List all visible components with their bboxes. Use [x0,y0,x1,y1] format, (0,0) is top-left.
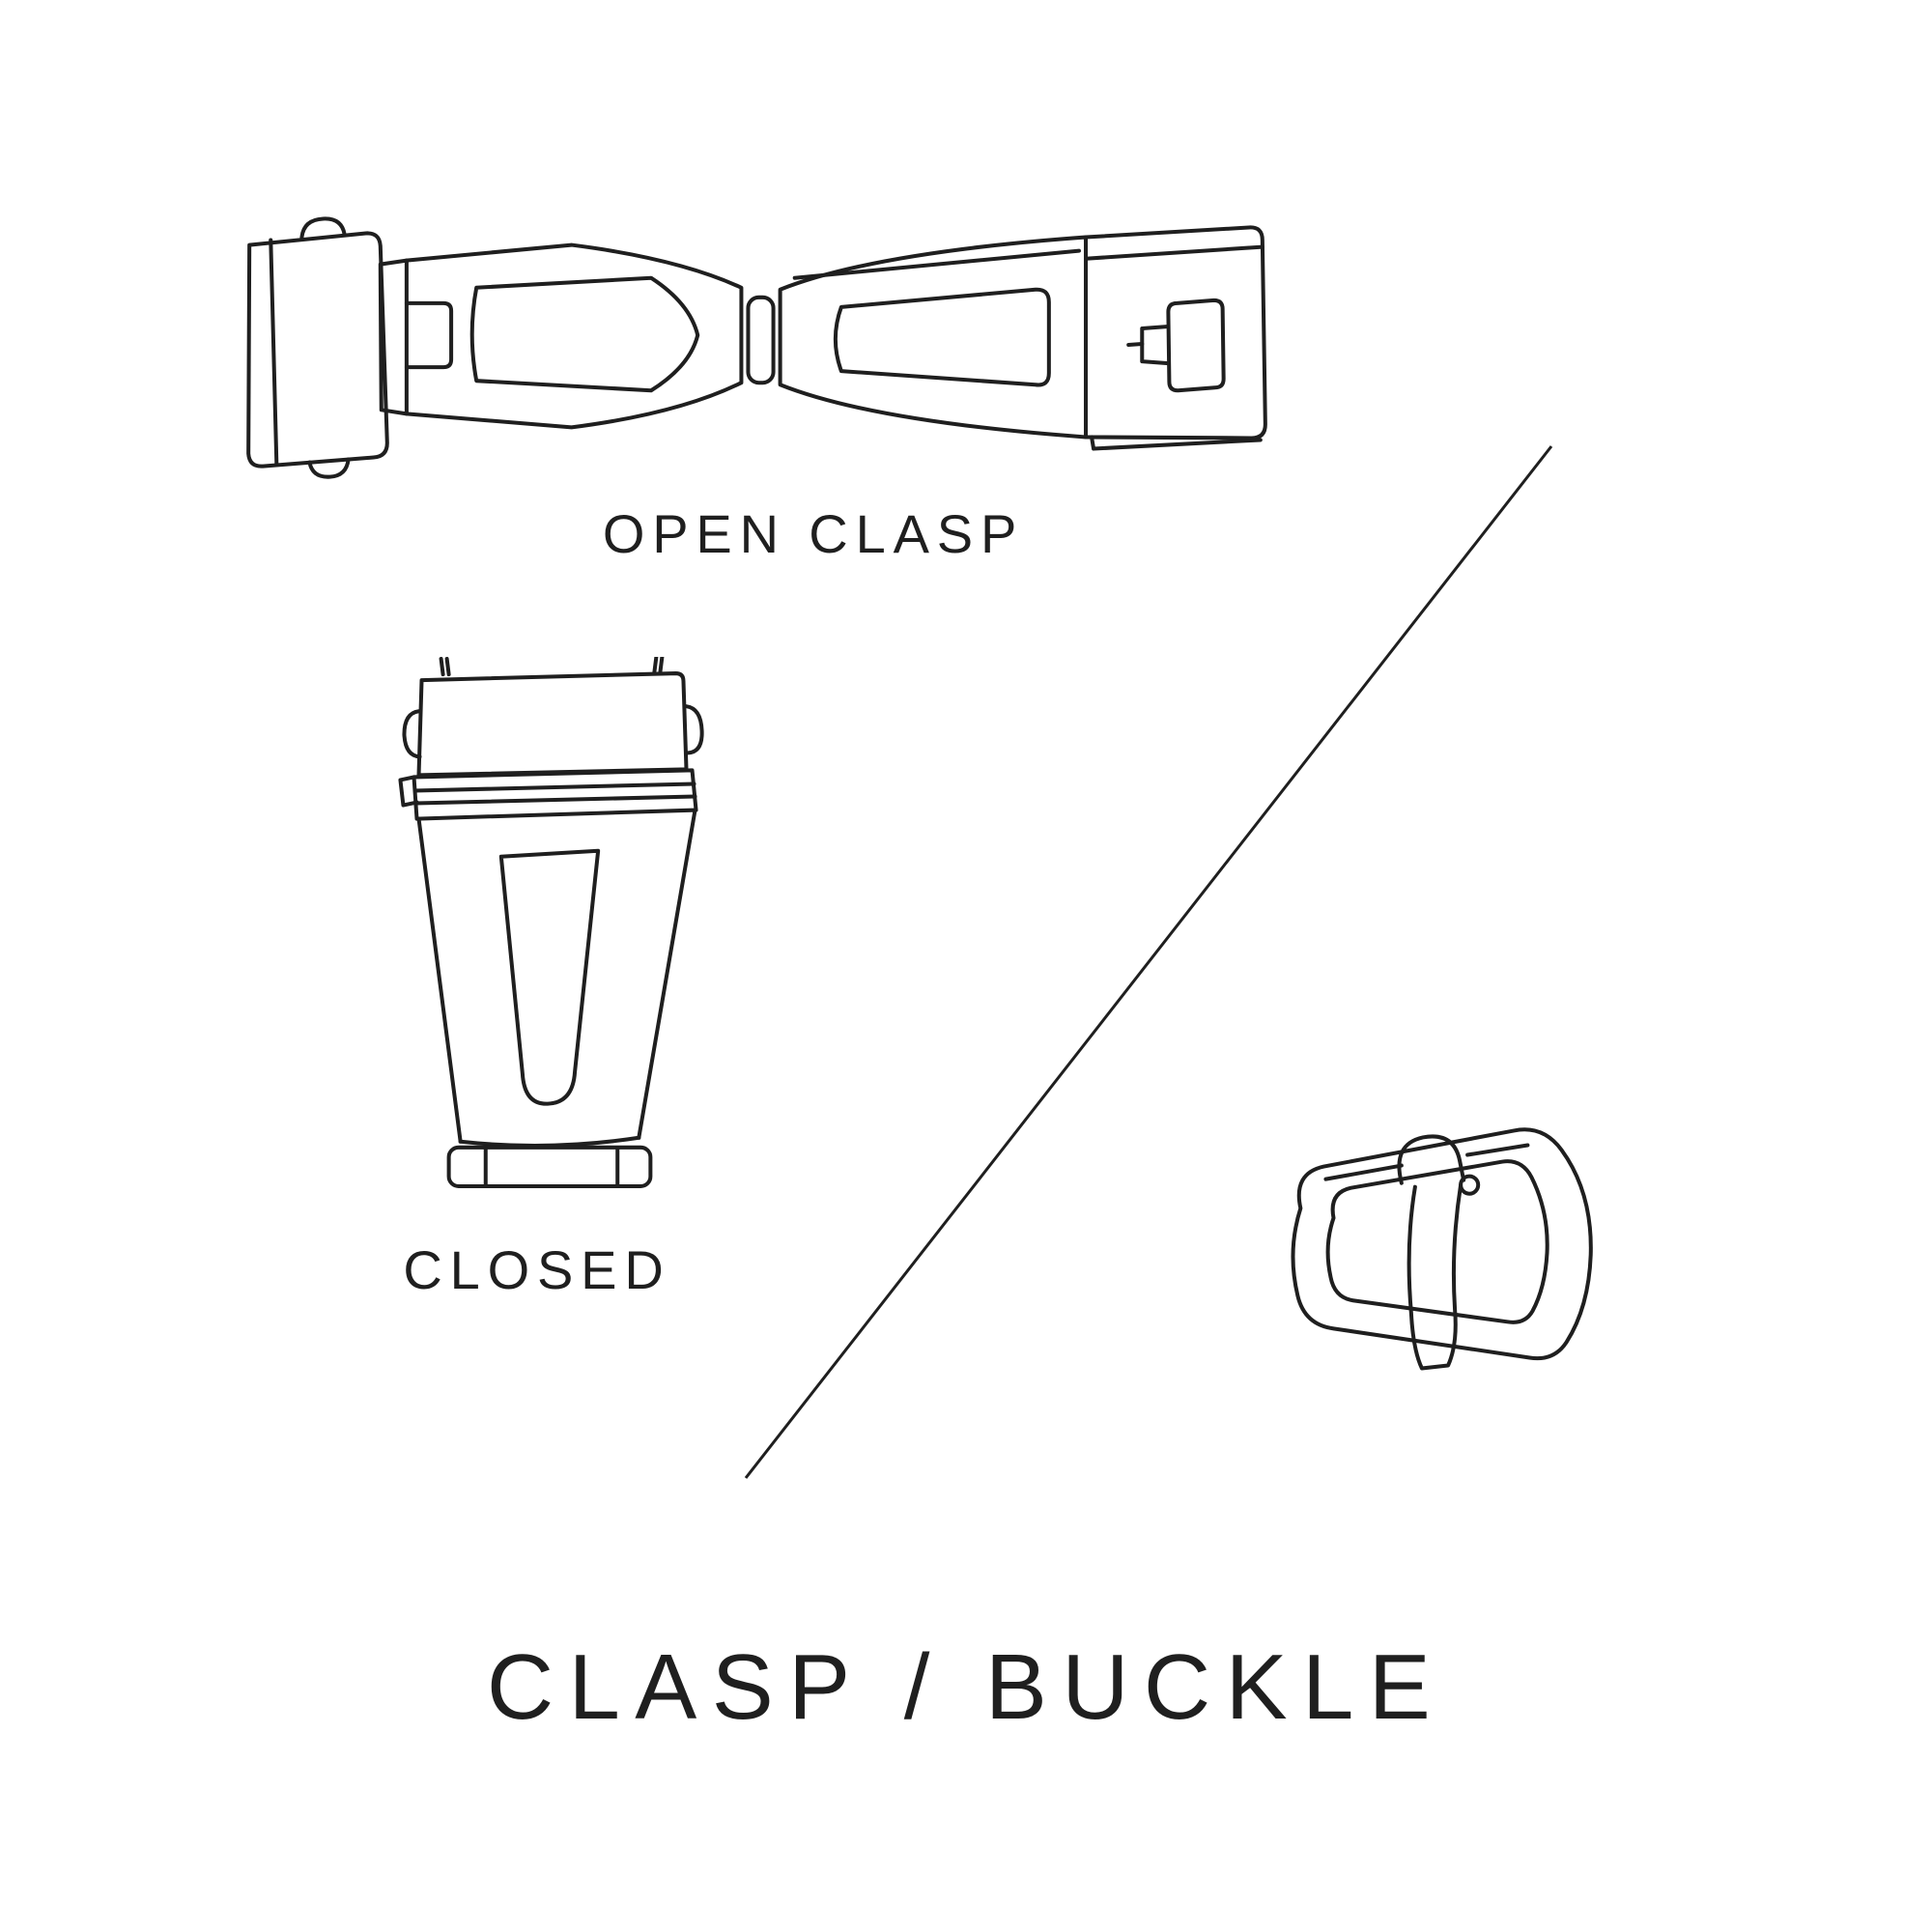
closed-clasp-label: CLOSED [403,1239,671,1300]
page-title: CLASP / BUCKLE [486,1635,1446,1739]
open-clasp-label: OPEN CLASP [602,503,1025,564]
tang-buckle-illustration [1225,1090,1652,1420]
closed-clasp-illustration [386,657,717,1200]
open-clasp-illustration [213,188,1299,490]
